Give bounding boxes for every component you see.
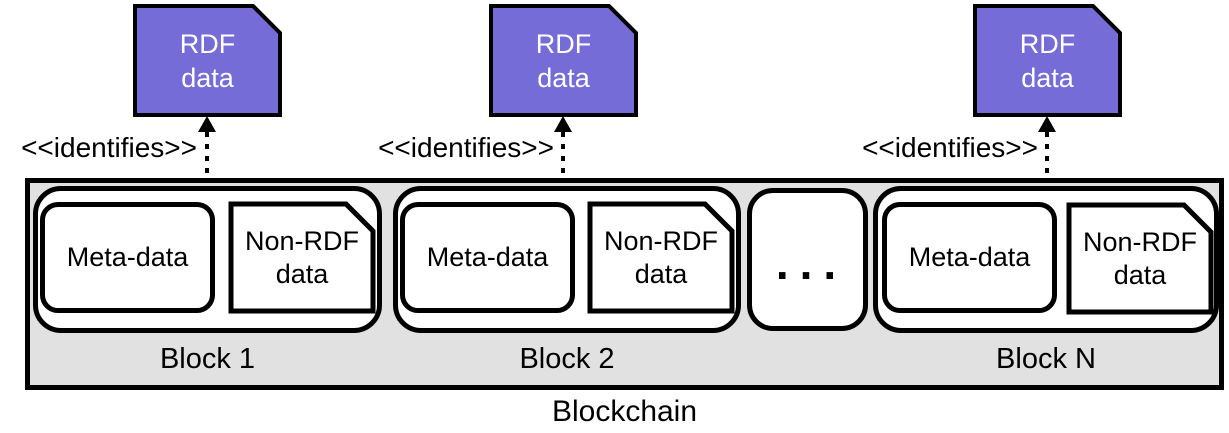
document-shape-icon (228, 201, 376, 314)
metadata-label: Meta-data (426, 242, 549, 272)
block-1-label: Block 1 (159, 343, 256, 375)
blockchain-caption: Blockchain (551, 395, 698, 428)
nonrdf-data-label: Non-RDF data (603, 225, 718, 289)
metadata-label: Meta-data (908, 242, 1031, 272)
document-shape-icon (587, 201, 735, 314)
block-1-nonrdf-document: Non-RDF data (228, 201, 376, 314)
arrow-up-icon (1038, 116, 1056, 132)
document-shape-icon (973, 4, 1122, 117)
nonrdf-data-label: Non-RDF data (244, 225, 359, 289)
rdf-data-document-3: RDF data (973, 4, 1122, 117)
document-shape-icon (1066, 202, 1214, 315)
identifies-stereotype-1: <<identifies>> (21, 132, 197, 163)
metadata-label: Meta-data (66, 242, 189, 272)
document-shape-icon (133, 4, 282, 117)
document-shape-icon (489, 4, 638, 117)
rdf-data-label: RDF data (535, 28, 592, 93)
ellipsis-label: ... (775, 236, 848, 289)
rdf-data-label: RDF data (179, 28, 236, 93)
arrow-up-icon (198, 116, 216, 132)
block-n-label: Block N (996, 343, 1096, 375)
block-2-metadata-box: Meta-data (400, 202, 575, 313)
block-n-nonrdf-document: Non-RDF data (1066, 202, 1214, 315)
rdf-data-document-2: RDF data (489, 4, 638, 117)
arrow-up-icon (554, 116, 572, 132)
block-2-nonrdf-document: Non-RDF data (587, 201, 735, 314)
ellipsis-block: ... (747, 188, 868, 331)
rdf-data-label: RDF data (1019, 28, 1076, 93)
identifies-stereotype-3: <<identifies>> (862, 132, 1038, 163)
rdf-data-document-1: RDF data (133, 4, 282, 117)
identifies-stereotype-2: <<identifies>> (378, 132, 554, 163)
nonrdf-data-label: Non-RDF data (1082, 226, 1197, 290)
block-2-label: Block 2 (519, 343, 615, 375)
block-1-metadata-box: Meta-data (40, 202, 215, 313)
block-n-metadata-box: Meta-data (882, 202, 1057, 313)
